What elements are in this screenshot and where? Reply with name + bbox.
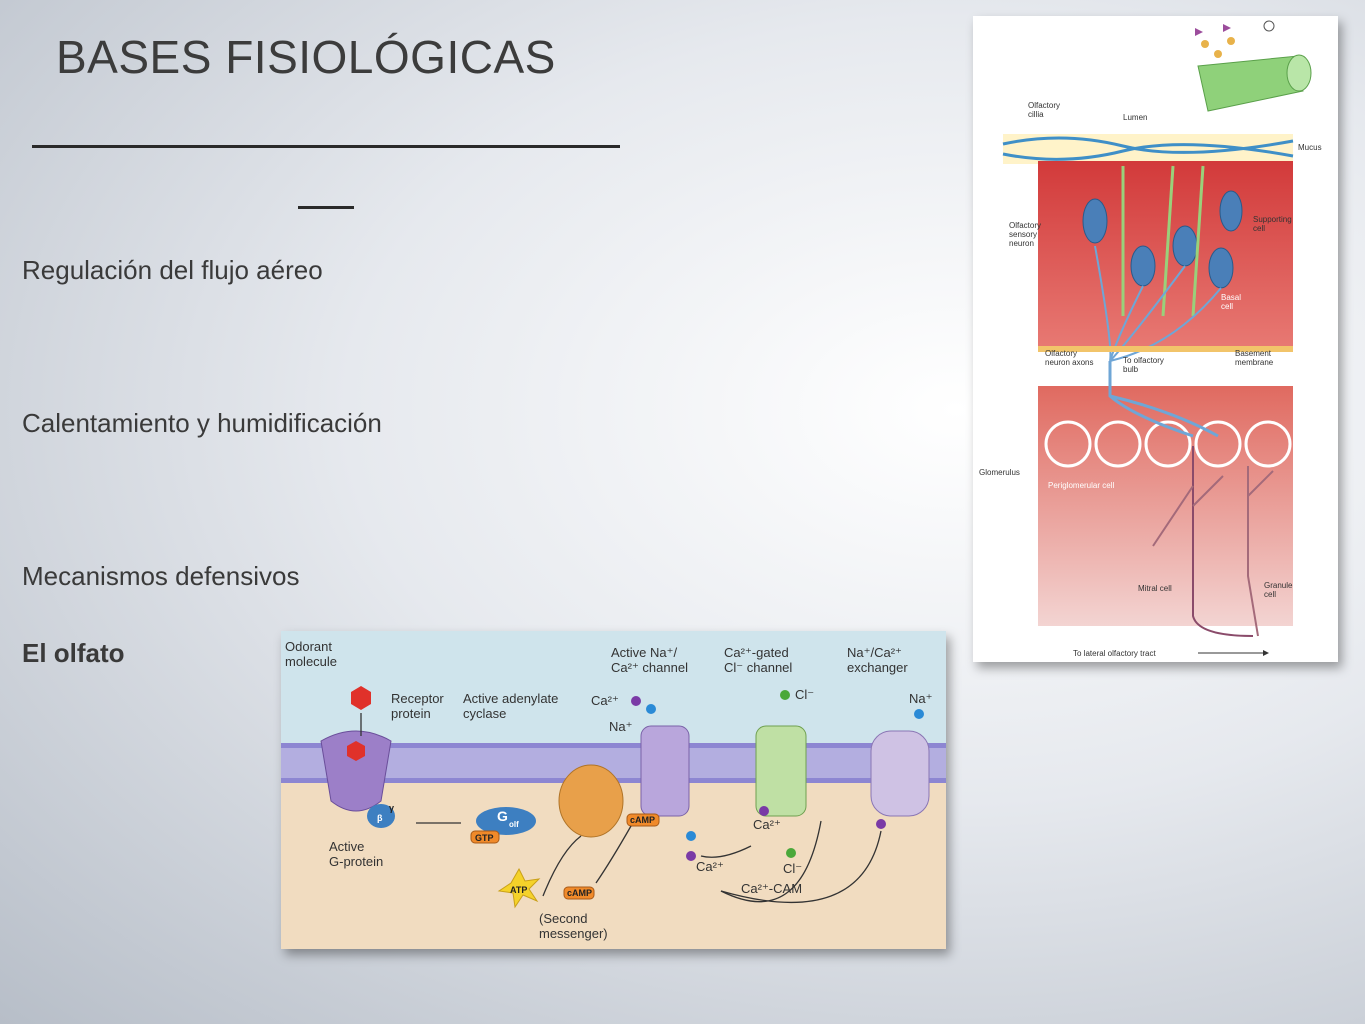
label-camp-2: cAMP: [630, 815, 655, 825]
bullet-airflow: Regulación del flujo aéreo: [22, 255, 323, 285]
label-na-ca-channel: Active Na⁺/Ca²⁺ channel: [611, 645, 688, 675]
adenylate-cyclase: [558, 764, 624, 838]
label-cl-top: Cl⁻: [795, 687, 814, 702]
cl-channel: [755, 725, 807, 817]
pathway-arrows: [360, 713, 882, 904]
label-ca-cam: Ca²⁺-CAM: [741, 881, 802, 896]
title-underline-short: [298, 206, 354, 209]
label-cl-bottom: Cl⁻: [783, 861, 802, 876]
atp-star: [497, 867, 541, 909]
label-lateral-tract: To lateral olfactory tract: [1073, 649, 1156, 658]
receptor-protein: [320, 730, 392, 812]
bullet-warming: Calentamiento y humidificación: [22, 408, 382, 438]
na-ca-exchanger: [870, 730, 930, 817]
label-mucus: Mucus: [1298, 143, 1322, 152]
label-mitral-cell: Mitral cell: [1138, 584, 1172, 593]
label-na-top: Na⁺: [609, 719, 632, 734]
label-ca-top: Ca²⁺: [591, 693, 619, 708]
title-underline: [32, 145, 620, 148]
channel-zoom-illustration: [1195, 20, 1312, 112]
label-gtp: GTP: [475, 833, 494, 843]
label-golf-sub: olf: [509, 820, 519, 829]
g-olf-protein: [476, 807, 536, 835]
bullet-olfaction: El olfato: [22, 638, 125, 668]
label-lumen: Lumen: [1123, 113, 1147, 122]
glomeruli: [1044, 420, 1292, 468]
slide-title: BASES FISIOLÓGICAS: [56, 31, 556, 83]
label-atp: ATP: [510, 885, 527, 895]
label-golf: G: [497, 808, 508, 824]
label-camp-1: cAMP: [567, 888, 592, 898]
label-beta: β: [377, 813, 383, 823]
label-exchanger: Na⁺/Ca²⁺exchanger: [847, 645, 908, 675]
label-na-exchanger: Na⁺: [909, 691, 932, 706]
na-ca-channel: [640, 725, 690, 817]
label-glomerulus: Glomerulus: [979, 468, 1020, 477]
odorant-molecule: [351, 686, 371, 710]
label-ca-bottom: Ca²⁺: [696, 859, 724, 874]
label-ca-mid: Ca²⁺: [753, 817, 781, 832]
label-periglomerular: Periglomerular cell: [1048, 481, 1114, 490]
label-gamma: γ: [389, 803, 394, 813]
bullet-defense: Mecanismos defensivos: [22, 561, 300, 591]
